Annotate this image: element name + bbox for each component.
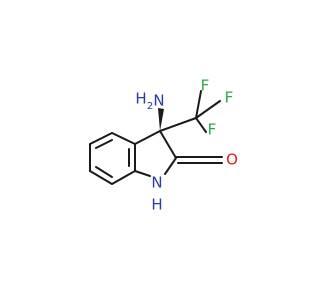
carbonyl-oxygen-label: O	[226, 151, 238, 169]
benzene-ring	[89, 132, 136, 185]
amine-subscript-label: 2	[147, 101, 153, 112]
wedge-bond-c3-nh2	[158, 108, 164, 131]
bond-n1-c7a	[134, 170, 151, 177]
fluorine-bottom-label: F	[208, 121, 217, 139]
ring-nitrogen-label: N	[151, 174, 162, 192]
bond-c7-c7a	[111, 170, 136, 185]
amine-h-label: H	[135, 90, 146, 108]
fluorine-right-label: F	[225, 89, 234, 107]
molecule-canvas: H N 2 F F F O N H	[89, 76, 238, 214]
bond-c3a-c3	[134, 130, 161, 145]
bond-c2-n1	[164, 157, 177, 175]
atom-labels: H N 2 F F F O N H	[135, 77, 238, 214]
trifluoromethyl-bonds	[159, 90, 221, 133]
bond-c3a-c4	[111, 132, 136, 145]
molecule-structure: H N 2 F F F O N H	[89, 77, 238, 214]
bond-c3-c2	[159, 130, 177, 159]
bond-c6-c7-inner	[95, 166, 113, 178]
pyrrolidinone-ring	[134, 130, 177, 177]
amine-n-label: N	[153, 92, 164, 110]
carbonyl-bond	[175, 156, 223, 164]
ring-nh-label: H	[151, 196, 162, 214]
fluorine-top-label: F	[201, 77, 210, 95]
bond-cf3-f-top	[195, 90, 202, 119]
bond-c6-c7	[89, 170, 113, 185]
bond-c4-c5-inner	[95, 139, 113, 149]
bond-cf3-f-right	[195, 100, 221, 119]
bond-cf3-f-bottom	[195, 117, 207, 133]
bond-c3-cf3	[159, 117, 197, 132]
bond-c4-c5	[89, 132, 113, 145]
